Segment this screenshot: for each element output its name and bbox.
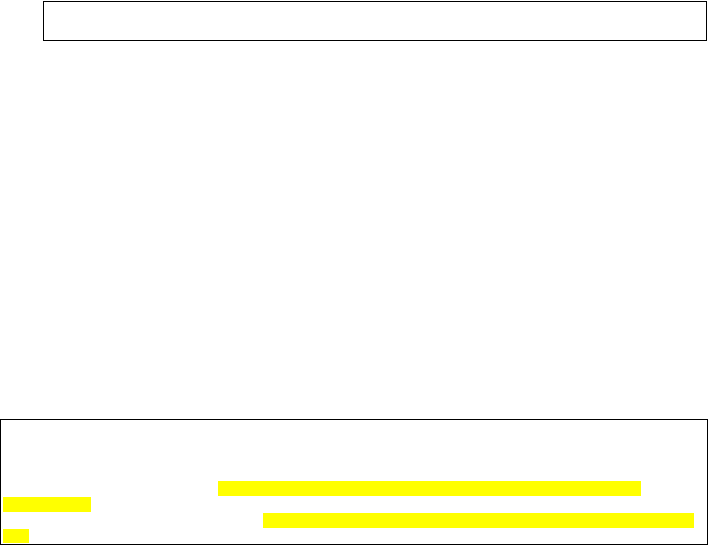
highlighted-text-span <box>263 513 694 528</box>
highlighted-text-span <box>3 497 91 512</box>
highlighted-text-span <box>218 481 641 496</box>
header-text-box <box>43 1 707 41</box>
highlighted-text-span <box>3 529 29 543</box>
